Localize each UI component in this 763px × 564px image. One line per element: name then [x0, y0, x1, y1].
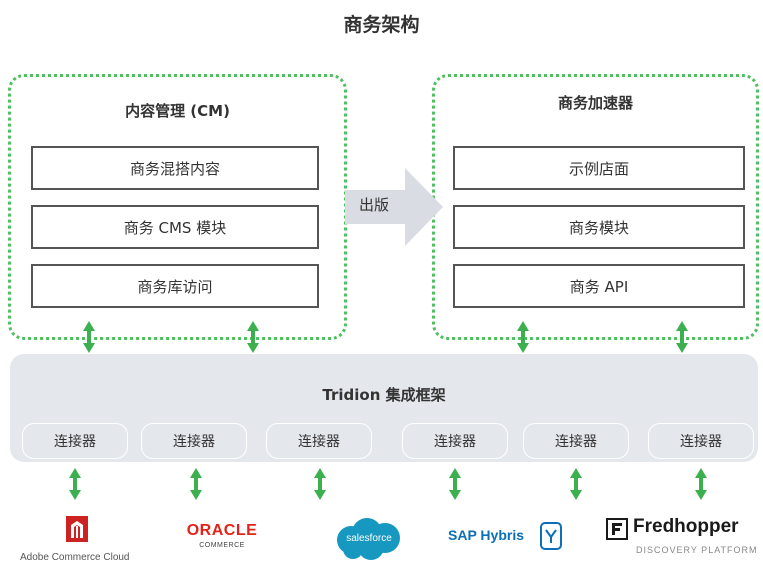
connector-adobe: 连接器 — [22, 423, 128, 459]
fredhopper-logo-text: Fredhopper — [633, 516, 739, 537]
arrow-salesforce-2 — [570, 468, 582, 500]
commerce-module-box: 商务模块 — [453, 205, 745, 249]
oracle-logo-text: ORACLE — [186, 522, 258, 539]
connector-oracle: 连接器 — [141, 423, 247, 459]
oracle-logo-subtext: COMMERCE — [199, 542, 245, 549]
fredhopper-icon — [606, 518, 628, 540]
connector-sap: 连接器 — [402, 423, 508, 459]
connector-fredhopper: 连接器 — [648, 423, 754, 459]
arrow-fredhopper — [695, 468, 707, 500]
connector-salesforce: 连接器 — [266, 423, 372, 459]
adobe-logo-text: Adobe Commerce Cloud — [20, 552, 130, 563]
salesforce-logo-text: salesforce — [346, 533, 392, 544]
commerce-mashup-content-box: 商务混搭内容 — [31, 146, 319, 190]
diagram-title: 商务架构 — [343, 14, 420, 36]
integration-framework — [10, 354, 758, 462]
publish-label: 出版 — [359, 196, 390, 214]
salesforce-logo — [337, 518, 400, 560]
fredhopper-logo-subtext: DISCOVERY PLATFORM — [636, 545, 758, 555]
commerce-cms-module-box: 商务 CMS 模块 — [31, 205, 319, 249]
publish-arrow — [345, 168, 443, 246]
commerce-library-access-box: 商务库访问 — [31, 264, 319, 308]
arrow-oracle — [190, 468, 202, 500]
sample-storefront-box: 示例店面 — [453, 146, 745, 190]
commerce-accelerator-title: 商务加速器 — [557, 94, 633, 112]
sap-logo-text: SAP Hybris — [448, 527, 524, 543]
sap-hybris-logo: SAP Hybris — [448, 520, 564, 552]
adobe-commerce-cloud-logo: Adobe Commerce Cloud — [20, 514, 140, 564]
arrow-salesforce — [314, 468, 326, 500]
fredhopper-logo: Fredhopper DISCOVERY PLATFORM — [606, 516, 762, 562]
arrow-sap — [449, 468, 461, 500]
connector-salesforce-2: 连接器 — [523, 423, 629, 459]
sap-hybris-icon — [540, 522, 562, 550]
content-management-title: 内容管理 (CM) — [125, 102, 230, 120]
commerce-api-box: 商务 API — [453, 264, 745, 308]
integration-framework-title: Tridion 集成框架 — [322, 386, 446, 404]
arrow-adobe — [69, 468, 81, 500]
oracle-commerce-logo: ORACLE COMMERCE — [178, 522, 266, 558]
